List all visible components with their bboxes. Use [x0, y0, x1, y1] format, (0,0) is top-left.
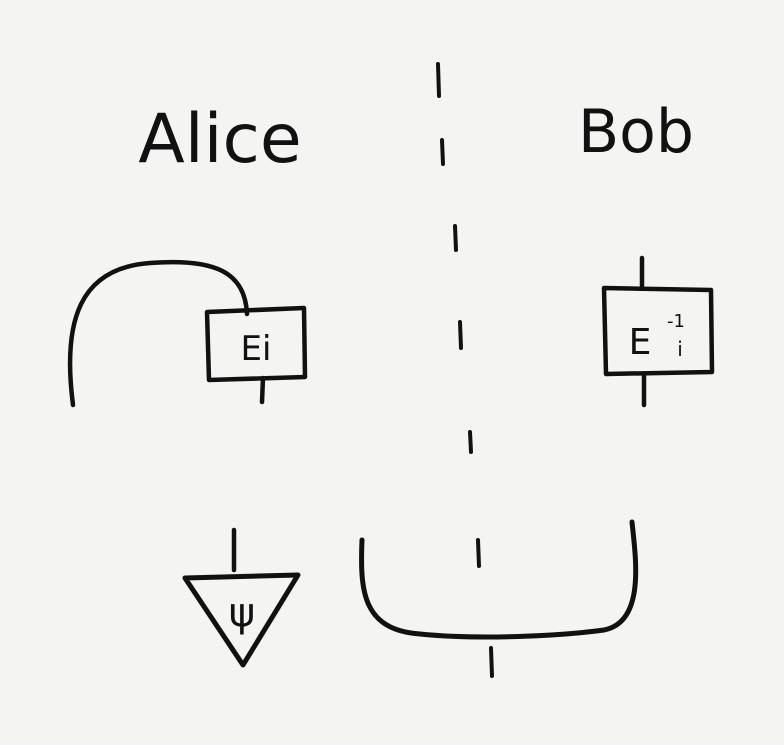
- alice-operation-box: Ei: [204, 305, 308, 383]
- bell-cup-wire: [359, 519, 639, 640]
- alice-box-label: Ei: [241, 329, 272, 369]
- bob-operation-box: E -1 i: [601, 285, 715, 377]
- bob-wires: [639, 255, 647, 408]
- alice-loop-wire: [67, 259, 250, 408]
- alice-box-output-wire: [259, 375, 266, 405]
- psi-state: ψ: [182, 572, 301, 668]
- party-divider: [436, 62, 494, 678]
- alice-label: Alice: [138, 100, 302, 179]
- bob-box-base: E: [629, 322, 652, 363]
- bob-box-subscript: i: [677, 337, 683, 361]
- bob-label: Bob: [578, 97, 694, 167]
- psi-symbol: ψ: [229, 590, 255, 636]
- bob-box-superscript: -1: [667, 311, 685, 332]
- alice-wires: [67, 259, 266, 573]
